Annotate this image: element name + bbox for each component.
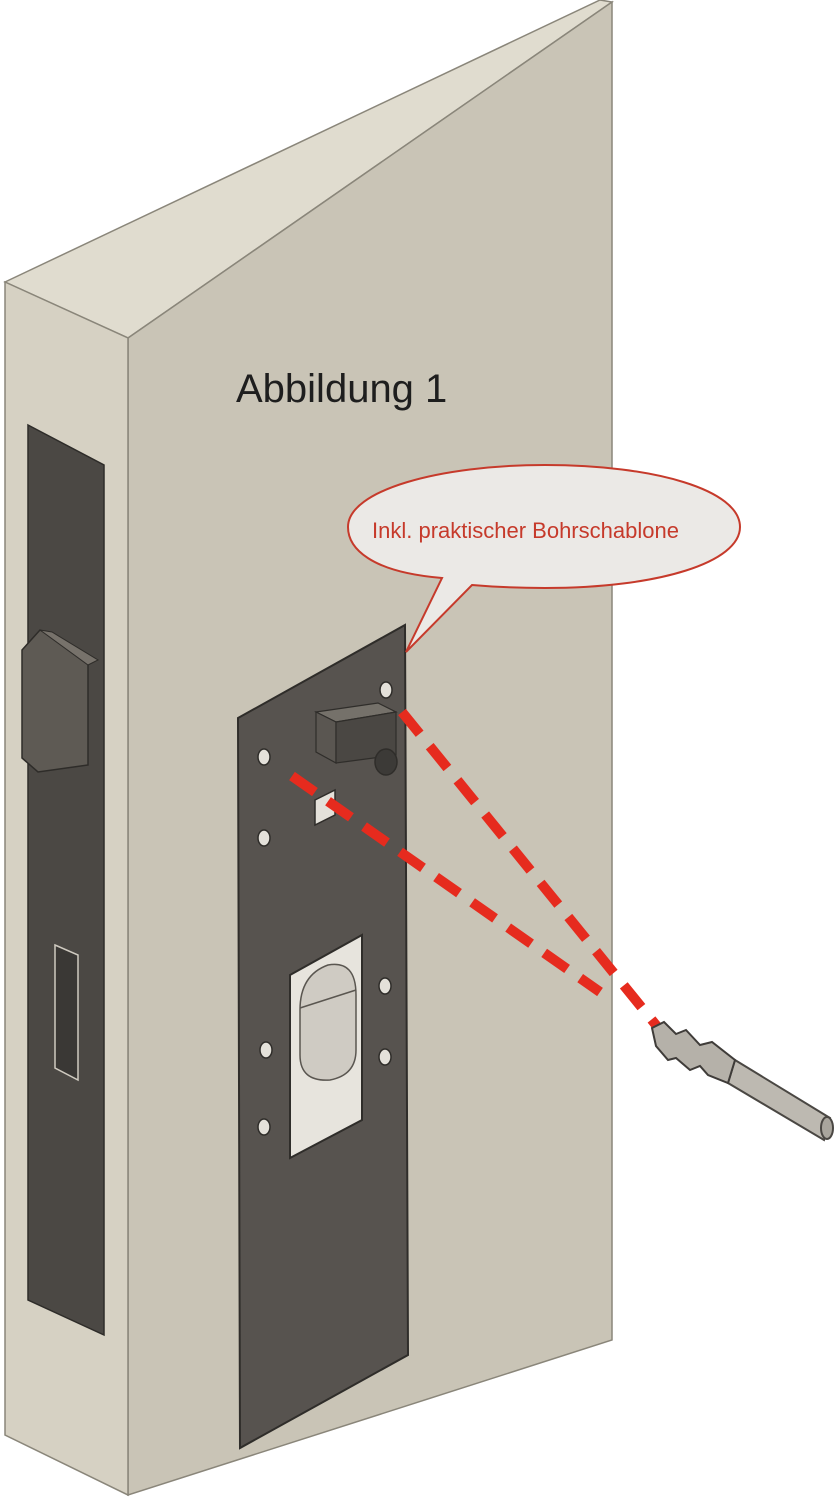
callout-bubble: Inkl. praktischer Bohrschablone xyxy=(346,463,742,653)
screw-hole xyxy=(257,829,271,847)
mortise-lock xyxy=(21,423,105,1337)
drill-bit xyxy=(650,1020,834,1142)
screw-hole xyxy=(378,1048,392,1066)
screw-hole xyxy=(379,681,393,699)
drill-bit-shank xyxy=(726,1058,832,1142)
drill-guide-lines xyxy=(289,708,664,1034)
cylinder-profile-line xyxy=(299,989,357,1009)
screw-hole xyxy=(259,1041,273,1059)
figure-title: Abbildung 1 xyxy=(236,367,447,411)
callout-shape xyxy=(346,463,742,653)
bolt-block-end xyxy=(374,748,398,776)
screw-hole xyxy=(257,748,271,766)
mortise-faceplate xyxy=(27,423,105,1337)
drill-guide-line-upper xyxy=(398,708,664,1034)
callout-text: Inkl. praktischer Bohrschablone xyxy=(372,518,679,543)
drilling-template xyxy=(236,623,410,1450)
drill-bit-end xyxy=(820,1116,834,1140)
deadbolt-slot xyxy=(54,943,79,1082)
latch-bolt-bevel xyxy=(39,629,100,666)
drill-guide-line-lower xyxy=(289,771,603,997)
cylinder-profile xyxy=(299,963,357,1081)
drill-bit-flutes xyxy=(650,1020,737,1085)
screw-hole xyxy=(378,977,392,995)
screw-hole xyxy=(257,1118,271,1136)
